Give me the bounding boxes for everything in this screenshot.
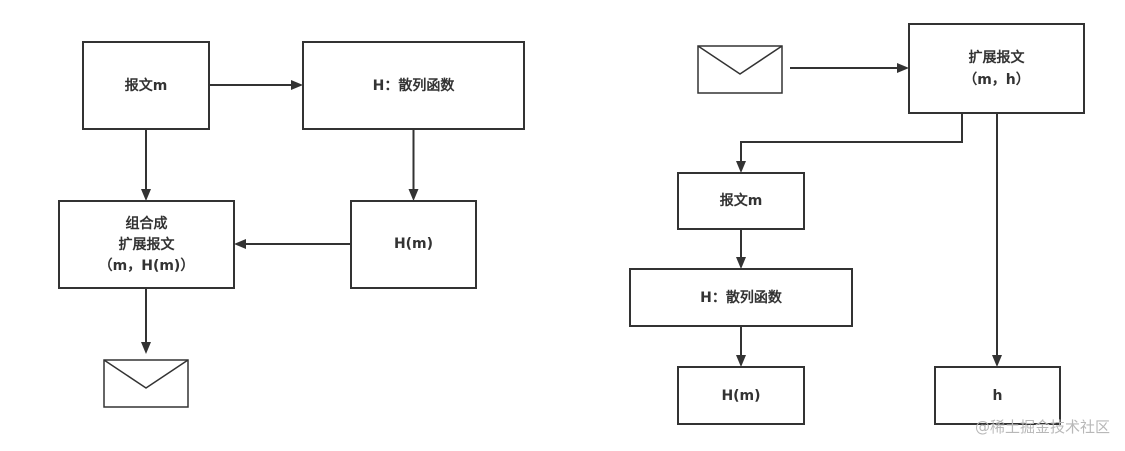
right-extended-line-2: （m，h） — [963, 72, 1030, 88]
right-envelope-icon — [697, 45, 783, 94]
right-arrow-message-to-hash — [736, 229, 746, 269]
right-arrow-envelope-to-extended — [790, 63, 909, 73]
right-arrow-extended-to-message — [736, 113, 963, 173]
right-extended-line-1: 扩展报文 — [969, 49, 1026, 66]
left-hash-function-label: H：散列函数 — [373, 77, 456, 94]
right-extended-box: 扩展报文 （m，h） — [908, 23, 1085, 114]
left-hash-function-box: H：散列函数 — [302, 41, 525, 130]
right-hash-function-box: H：散列函数 — [629, 268, 853, 327]
right-hash-function-label: H：散列函数 — [700, 289, 783, 306]
left-envelope-icon — [103, 359, 189, 408]
right-hash-value-box: H(m) — [677, 366, 805, 425]
right-message-box: 报文m — [677, 172, 805, 230]
left-arrow-message-to-hash — [209, 80, 303, 90]
left-arrow-hash-to-value — [408, 129, 419, 201]
left-message-label: 报文m — [125, 77, 168, 94]
right-message-label: 报文m — [720, 192, 763, 209]
right-h-label: h — [993, 388, 1003, 404]
left-arrow-value-to-combine — [234, 239, 351, 249]
watermark-text: @稀土掘金技术社区 — [975, 418, 1110, 436]
left-arrow-message-to-combine — [141, 129, 151, 201]
left-combine-line-1: 组合成 — [126, 215, 168, 232]
left-combine-line-2: 扩展报文 — [119, 236, 176, 253]
left-combine-line-3: （m，H(m)） — [99, 258, 195, 274]
right-arrow-hash-to-value — [736, 326, 746, 367]
right-hash-value-label: H(m) — [721, 388, 760, 404]
right-h-box: h — [934, 366, 1061, 425]
left-hash-value-label: H(m) — [394, 236, 433, 252]
left-hash-value-box: H(m) — [350, 200, 477, 289]
right-arrow-extended-to-h — [992, 113, 1002, 367]
left-arrow-combine-to-envelope — [141, 288, 151, 354]
left-combine-box: 组合成 扩展报文 （m，H(m)） — [58, 200, 235, 289]
left-message-box: 报文m — [82, 41, 210, 130]
